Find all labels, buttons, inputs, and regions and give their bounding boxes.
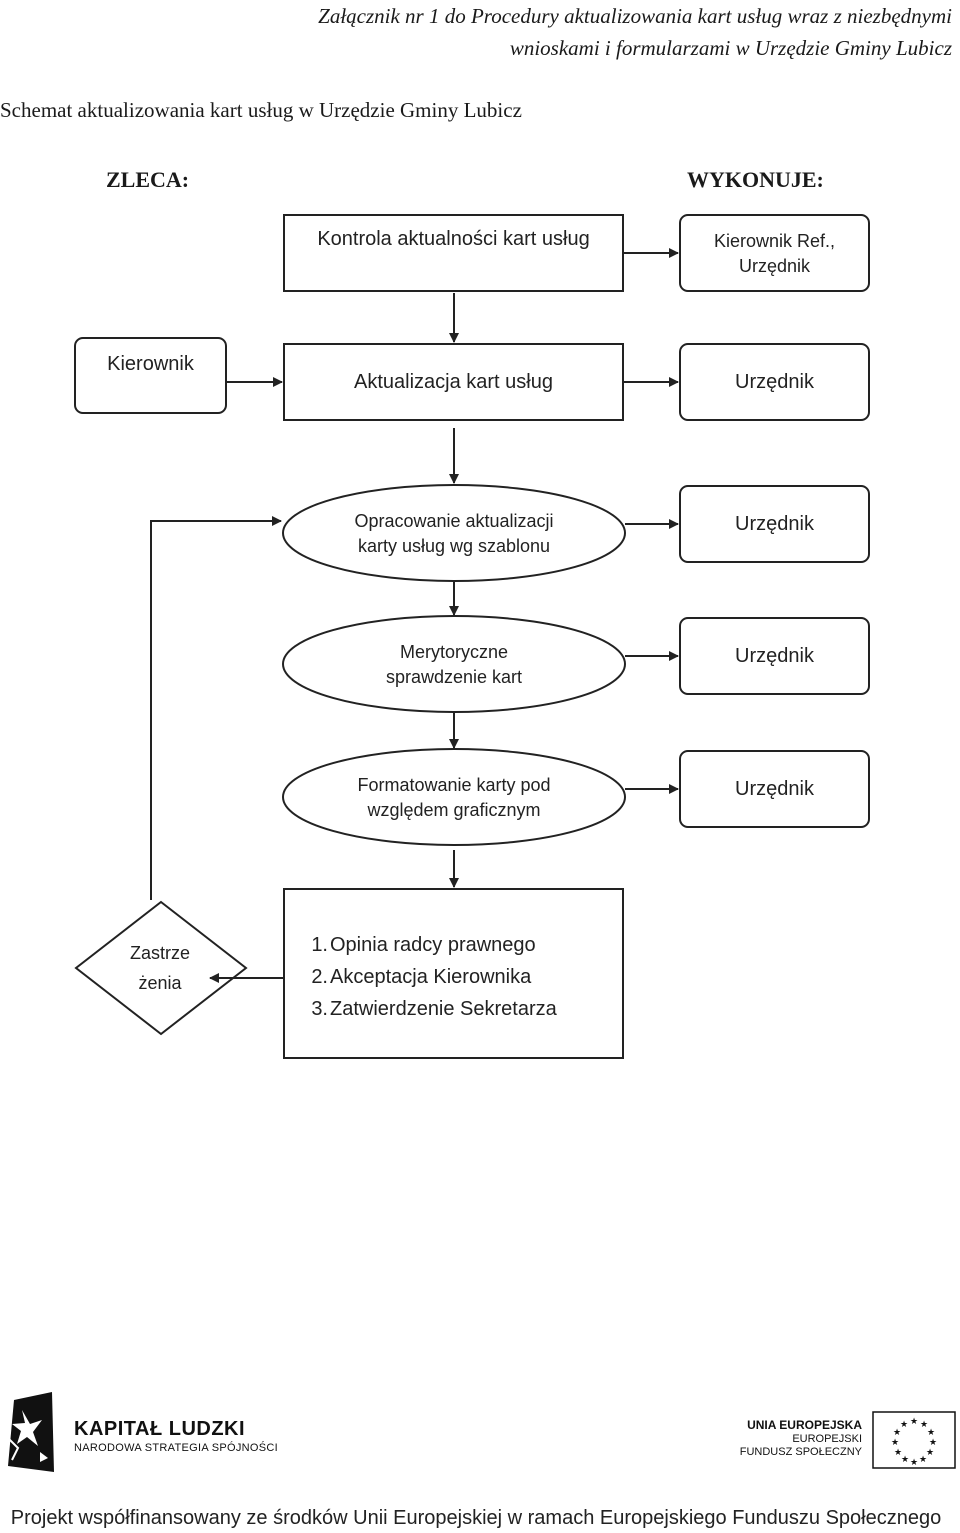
- svg-text:★: ★: [927, 1428, 935, 1438]
- footer-funding-note: Projekt współfinansowany ze środków Unii…: [10, 1507, 942, 1529]
- svg-text:★: ★: [929, 1438, 937, 1448]
- svg-text:★: ★: [926, 1448, 934, 1458]
- eu-flag-icon: ★ ★ ★ ★ ★ ★ ★ ★ ★ ★ ★ ★: [872, 1411, 956, 1469]
- kapital-ludzki-logo-icon: [7, 1392, 54, 1472]
- node-zastrzezenia: [74, 900, 248, 1036]
- column-header-wykonuje: WYKONUJE:: [687, 167, 824, 192]
- node-approval-steps: [283, 888, 624, 1059]
- label-kierownik: Kierownik: [107, 352, 194, 375]
- column-header-zleca: ZLECA:: [106, 167, 190, 192]
- node-urzednik-4: [679, 750, 870, 828]
- svg-text:★: ★: [901, 1455, 909, 1465]
- svg-text:★: ★: [893, 1428, 901, 1438]
- label-urzednik-2: Urzędnik: [735, 512, 814, 535]
- kapital-ludzki-subtitle: NARODOWA STRATEGIA SPÓJNOŚCI: [74, 1442, 278, 1454]
- node-merytoryczne: [282, 615, 626, 713]
- label-formatowanie: Formatowanie karty pod względem graficzn…: [357, 775, 551, 820]
- node-urzednik-3: [679, 617, 870, 695]
- label-merytoryczne: Merytoryczne sprawdzenie kart: [385, 642, 523, 687]
- label-aktualizacja: Aktualizacja kart usług: [354, 370, 553, 393]
- svg-text:★: ★: [891, 1438, 899, 1448]
- svg-text:★: ★: [900, 1420, 908, 1430]
- node-kontrola: [283, 214, 624, 292]
- label-zastrzezenia: Zastrze żenia: [129, 943, 190, 993]
- svg-text:★: ★: [910, 1458, 918, 1468]
- schema-title: Schemat aktualizowania kart usług w Urzę…: [0, 98, 522, 122]
- node-formatowanie: [282, 748, 626, 846]
- node-urzednik-1: [679, 343, 870, 421]
- kapital-ludzki-title: KAPITAŁ LUDZKI: [74, 1418, 246, 1440]
- approval-step: 3.Zatwierdzenie Sekretarza: [311, 998, 557, 1020]
- svg-text:★: ★: [919, 1455, 927, 1465]
- svg-text:★: ★: [910, 1417, 918, 1427]
- arrow-zastrzezenia-back-to-opracowanie: [150, 516, 282, 900]
- attachment-line-2: wnioskami i formularzami w Urzędzie Gmin…: [509, 36, 952, 60]
- svg-text:★: ★: [894, 1448, 902, 1458]
- eu-fund-label-2: FUNDUSZ SPOŁECZNY: [739, 1446, 862, 1458]
- label-kontrola: Kontrola aktualności kart usług: [317, 227, 590, 250]
- node-urzednik-2: [679, 485, 870, 563]
- attachment-heading: Załącznik nr 1 do Procedury aktualizowan…: [0, 0, 952, 64]
- label-opracowanie: Opracowanie aktualizacji karty usług wg …: [354, 511, 554, 556]
- eu-fund-label-1: EUROPEJSKI: [792, 1433, 862, 1445]
- label-urzednik-1: Urzędnik: [735, 370, 814, 393]
- svg-text:★: ★: [920, 1420, 928, 1430]
- node-kierownik-ref: [679, 214, 870, 292]
- node-opracowanie: [282, 484, 626, 582]
- label-kierownik-ref: Kierownik Ref., Urzędnik: [713, 231, 836, 276]
- label-urzednik-4: Urzędnik: [735, 777, 814, 800]
- approval-step: 2.Akceptacja Kierownika: [311, 966, 532, 988]
- label-urzednik-3: Urzędnik: [735, 644, 814, 667]
- attachment-line-1: Załącznik nr 1 do Procedury aktualizowan…: [318, 4, 952, 28]
- approval-step: 1.Opinia radcy prawnego: [311, 934, 536, 956]
- node-kierownik: [74, 337, 227, 414]
- eu-union-label: UNIA EUROPEJSKA: [747, 1418, 862, 1432]
- approval-steps-list: 1.Opinia radcy prawnego 2.Akceptacja Kie…: [300, 929, 557, 1025]
